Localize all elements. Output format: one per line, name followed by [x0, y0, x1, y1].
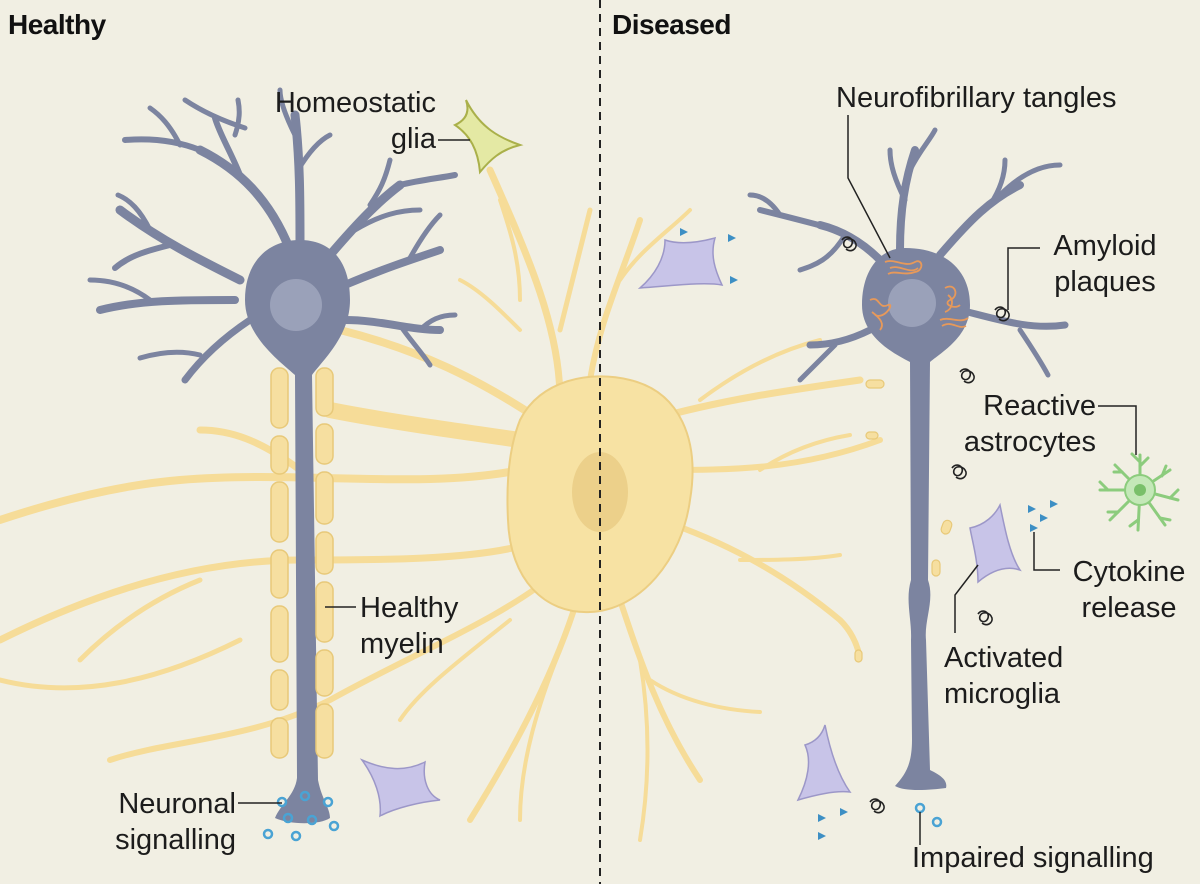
label-homeostatic-glia: Homeostatic glia [274, 87, 436, 155]
panel-title-diseased: Diseased [612, 9, 731, 40]
astrocyte-nucleus [1134, 484, 1146, 496]
label-neurofibrillary-tangles: Neurofibrillary tangles [836, 82, 1117, 114]
diseased-neuron-nucleus [888, 279, 936, 327]
neurofibrillary-tangles [869, 260, 969, 331]
amyloid-plaques [841, 236, 1010, 814]
microglia-healthy [359, 758, 441, 818]
cytokines [680, 228, 1058, 840]
label-neuronal-signalling: Neuronal signalling [115, 788, 236, 856]
activated-microglia [637, 236, 1022, 802]
leader-lines [238, 115, 1137, 845]
myelin-debris [854, 379, 953, 663]
homeostatic-glia [452, 99, 524, 175]
healthy-neuron [87, 87, 458, 824]
panel-title-healthy: Healthy [8, 9, 106, 40]
diseased-neuron [747, 127, 1069, 790]
label-activated-microglia: Activated microglia [944, 642, 1064, 710]
healthy-myelin [270, 367, 334, 759]
label-impaired-signalling: Impaired signalling [912, 842, 1154, 874]
label-healthy-myelin: Healthy myelin [360, 592, 459, 660]
label-cytokine-release: Cytokine release [1072, 556, 1186, 624]
healthy-neuron-nucleus [270, 279, 322, 331]
neuronal-vesicles [262, 790, 340, 842]
label-amyloid-plaques: Amyloid plaques [1053, 230, 1157, 298]
label-reactive-astrocytes: Reactive astrocytes [963, 390, 1096, 458]
